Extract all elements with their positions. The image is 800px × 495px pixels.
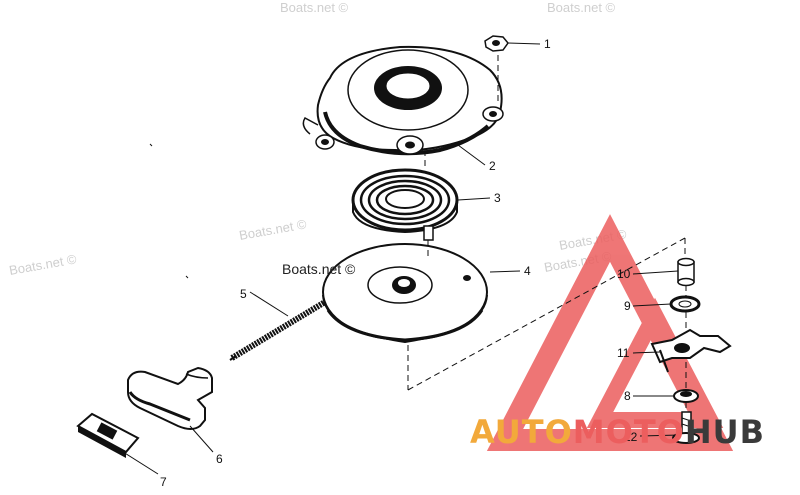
callout-3: 3 xyxy=(494,191,501,205)
logo-triangles xyxy=(486,214,734,451)
callout-4: 4 xyxy=(524,264,531,278)
part-pawl xyxy=(650,328,732,373)
part-handle xyxy=(127,366,213,430)
callout-6: 6 xyxy=(216,452,223,466)
part-housing xyxy=(302,45,504,156)
logo-part-auto: AUTO xyxy=(470,413,573,451)
watermark-top-right: Boats.net © xyxy=(547,0,616,15)
callout-8: 8 xyxy=(624,389,631,403)
assembly-lines xyxy=(149,55,687,410)
callout-7: 7 xyxy=(160,475,167,489)
part-spring xyxy=(351,168,459,241)
part-rope xyxy=(229,299,327,361)
callout-12: 12 xyxy=(624,430,638,444)
watermark-center: Boats.net © xyxy=(282,261,356,277)
callout-11: 11 xyxy=(617,346,630,360)
callout-9: 9 xyxy=(624,299,631,313)
leader-lines xyxy=(119,42,681,475)
part-nut xyxy=(484,35,509,52)
part-bushing xyxy=(677,257,695,287)
callout-5: 5 xyxy=(240,287,247,301)
logo-word: AUTOMOTOHUB xyxy=(470,413,765,451)
part-pulley xyxy=(322,243,488,344)
callout-labels: 1 2 3 4 5 6 7 8 9 10 11 12 xyxy=(160,37,638,489)
watermark-left: Boats.net © xyxy=(8,251,78,278)
logo-wordmark: AUTOMOTOHUB xyxy=(470,413,765,451)
part-retainer xyxy=(673,389,699,403)
logo-part-moto: MOTO xyxy=(573,413,685,451)
logo-part-hub: HUB xyxy=(685,413,765,451)
callout-2: 2 xyxy=(489,159,496,173)
part-insert xyxy=(76,412,140,458)
watermark-top-center: Boats.net © xyxy=(280,0,349,15)
callout-1: 1 xyxy=(544,37,551,51)
callout-10: 10 xyxy=(617,267,631,281)
watermark-mid: Boats.net © xyxy=(238,216,308,243)
part-washer xyxy=(669,295,701,313)
